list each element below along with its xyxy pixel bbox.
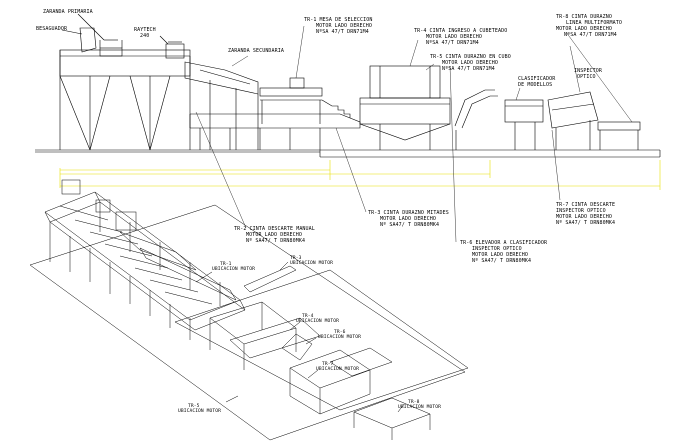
- label-tr6-iso-line-1: TR-6: [334, 330, 346, 335]
- label-tr1-elevation: TR-1 MESA DE SELECCION MOTOR LADO DERECH…: [304, 17, 372, 35]
- label-tr2-line-1: TR-2 CINTA DESCARTE MANUAL: [234, 226, 315, 232]
- label-tr4-iso-line-1: TR-4: [302, 314, 314, 319]
- label-tr8-iso-line-2: UBICACION MOTOR: [398, 405, 441, 411]
- label-inspector-optico-line-1: INSPECTOR: [574, 68, 602, 74]
- label-tr2-elevation: TR-2 CINTA DESCARTE MANUAL MOTOR LADO DE…: [234, 226, 315, 244]
- label-raytech-line-1: RAYTECH: [134, 27, 156, 33]
- label-tr5-iso: TR-5 UBICACION MOTOR: [178, 404, 221, 415]
- label-tr4-line-2: MOTOR LADO DERECHO: [426, 34, 482, 40]
- label-tr8-elevation: TR-8 CINTA DURAZNO LINEA MULTIFORMATO MO…: [556, 14, 622, 38]
- label-tr7-elevation: TR-7 CINTA DESCARTE INSPECTOR OPTICO MOT…: [556, 202, 615, 226]
- label-tr8-line-2: LINEA MULTIFORMATO: [566, 20, 622, 26]
- label-tr6-line-2: INSPECTOR OPTICO: [472, 246, 522, 252]
- label-tr5-line-3: NºSA 47/T DRN71M4: [442, 66, 495, 72]
- label-tr3-iso: TR-3 UBICACION MOTOR: [290, 256, 333, 267]
- label-zaranda-secundaria-line: ZARANDA SECUNDARIA: [228, 48, 284, 54]
- label-tr8-iso: TR-8 UBICACION MOTOR: [398, 400, 441, 411]
- label-tr3-iso-line-1: TR-3: [290, 256, 302, 261]
- label-tr6-iso: TR-6 UBICACION MOTOR: [318, 330, 361, 341]
- label-tr5-line-2: MOTOR LADO DERECHO: [442, 60, 498, 66]
- label-tr3-iso-line-2: UBICACION MOTOR: [290, 261, 333, 267]
- elevation-view: [35, 13, 661, 158]
- label-tr7-line-4: Nº SA47/ T DRN80MK4: [556, 220, 616, 226]
- label-tr1-line-1: TR-1 MESA DE SELECCION: [304, 17, 373, 23]
- isometric-view: [29, 179, 469, 441]
- label-tr4-line-1: TR-4 CINTA INGRESO A CUBETEADO: [414, 28, 508, 34]
- label-raytech: RAYTECH 240: [134, 27, 156, 39]
- label-tr7-iso-line-1: TR-7: [322, 362, 334, 367]
- label-tr5-iso-line-1: TR-5: [188, 404, 200, 409]
- label-zaranda-primaria-line: ZARANDA PRIMARIA: [43, 9, 93, 15]
- label-tr8-line-3: MOTOR LADO DERECHO: [556, 26, 612, 32]
- label-tr7-line-1: TR-7 CINTA DESCARTE: [556, 202, 616, 208]
- label-tr7-iso: TR-7 UBICACION MOTOR: [316, 362, 359, 373]
- label-tr4-line-3: NºSA 47/T DRN71M4: [426, 40, 479, 46]
- label-inspector-optico-line-2: OPTICO: [577, 74, 596, 80]
- label-tr7-iso-line-2: UBICACION MOTOR: [316, 367, 359, 373]
- label-clasificador-line-2: DE MODELLOS: [518, 82, 553, 88]
- label-tr6-elevation: TR-6 ELEVADOR A CLASIFICADOR INSPECTOR O…: [460, 240, 547, 264]
- label-tr6-line-4: Nº SA47/ T DRN80MK4: [472, 258, 532, 264]
- label-zaranda-primaria: ZARANDA PRIMARIA: [43, 9, 93, 15]
- label-tr1-iso-line-2: UBICACION MOTOR: [212, 267, 255, 273]
- label-tr3-elevation: TR-3 CINTA DURAZNO MITADES MOTOR LADO DE…: [368, 210, 449, 228]
- label-clasificador: CLASIFICADOR DE MODELLOS: [518, 76, 555, 88]
- label-tr7-line-2: INSPECTOR OPTICO: [556, 208, 606, 214]
- label-tr6-line-1: TR-6 ELEVADOR A CLASIFICADOR: [460, 240, 548, 246]
- label-tr2-line-3: Nº SA47/ T DRN80MK4: [246, 238, 306, 244]
- label-tr1-line-3: NºSA 47/T DRN71M4: [316, 29, 369, 35]
- label-zaranda-secundaria: ZARANDA SECUNDARIA: [228, 48, 284, 54]
- label-tr4-iso: TR-4 UBICACION MOTOR: [296, 314, 339, 325]
- label-tr6-iso-line-2: UBICACION MOTOR: [318, 335, 361, 341]
- label-clasificador-line-1: CLASIFICADOR: [518, 76, 556, 82]
- label-raytech-line-2: 240: [140, 33, 150, 39]
- label-tr3-line-2: MOTOR LADO DERECHO: [380, 216, 436, 222]
- label-tr7-line-3: MOTOR LADO DERECHO: [556, 214, 612, 220]
- label-tr1-iso-line-1: TR-1: [220, 262, 232, 267]
- label-tr3-line-3: Nº SA47/ T DRN80MK4: [380, 222, 440, 228]
- label-tr8-line-4: NºSA 47/T DRN71M4: [564, 32, 617, 38]
- label-tr4-iso-line-2: UBICACION MOTOR: [296, 319, 339, 325]
- label-tr8-iso-line-1: TR-8: [408, 400, 420, 405]
- label-tr1-line-2: MOTOR LADO DERECHO: [316, 23, 372, 29]
- label-tr3-line-1: TR-3 CINTA DURAZNO MITADES: [368, 210, 449, 216]
- label-tr5-line-1: TR-5 CINTA DURAZNO EN CUBO: [430, 54, 511, 60]
- dimension-lines: [59, 160, 661, 190]
- label-tr8-line-1: TR-8 CINTA DURAZNO: [556, 14, 612, 20]
- leader-lines: [195, 25, 633, 243]
- label-besaguador-line: BESAGUADOR: [36, 26, 68, 32]
- label-tr6-line-3: MOTOR LADO DERECHO: [472, 252, 528, 258]
- label-besaguador: BESAGUADOR: [36, 26, 67, 32]
- label-tr5-elevation: TR-5 CINTA DURAZNO EN CUBO MOTOR LADO DE…: [430, 54, 511, 72]
- label-tr2-line-2: MOTOR LADO DERECHO: [246, 232, 302, 238]
- label-tr5-iso-line-2: UBICACION MOTOR: [178, 409, 221, 415]
- label-tr4-elevation: TR-4 CINTA INGRESO A CUBETEADO MOTOR LAD…: [414, 28, 507, 46]
- label-inspector-optico: INSPECTOR OPTICO: [574, 68, 602, 80]
- label-tr1-iso: TR-1 UBICACION MOTOR: [212, 262, 255, 273]
